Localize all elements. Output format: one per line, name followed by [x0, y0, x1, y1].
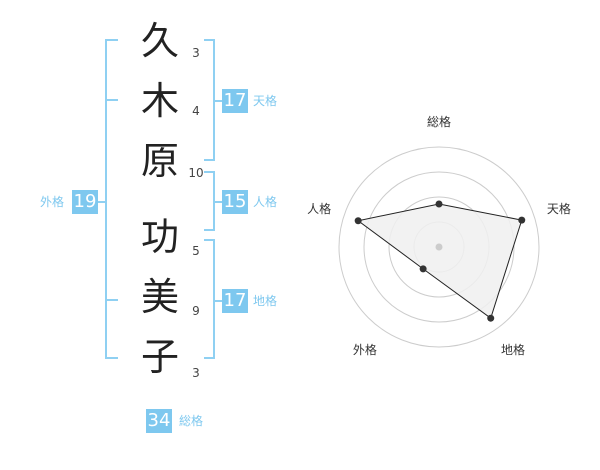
jinkaku-label: 人格 — [253, 195, 278, 209]
given-char-3: 子 — [140, 335, 179, 379]
radar-axis-label-3: 外格 — [352, 342, 377, 357]
radar-axis-label-2: 地格 — [501, 342, 526, 357]
chikaku-badge: 17 — [222, 289, 248, 313]
tenkaku-label: 天格 — [253, 94, 278, 108]
radar-ring-3 — [363, 171, 515, 323]
radar-point-4 — [354, 217, 362, 225]
given-char-2: 美 — [140, 275, 179, 319]
gaikaku-badge: 19 — [72, 190, 98, 214]
surname-stroke-1: 3 — [192, 46, 200, 60]
surname-stroke-2: 4 — [192, 104, 200, 118]
chikaku-bracket — [204, 239, 215, 359]
gaikaku-label: 外格 — [40, 195, 65, 209]
radar-polygon — [356, 203, 523, 320]
surname-stroke-3: 10 — [188, 166, 204, 180]
soukaku-label: 総格 — [179, 414, 204, 428]
radar-axis-label-4: 人格 — [307, 202, 332, 217]
gaikaku-bracket — [105, 39, 118, 359]
radar-axis-label-0: 総格 — [426, 115, 451, 129]
radar-point-1 — [518, 216, 526, 224]
given-stroke-2: 9 — [192, 304, 200, 318]
surname-char-2: 木 — [140, 79, 179, 123]
surname-char-1: 久 — [140, 19, 179, 63]
jinkaku-badge: 15 — [222, 190, 248, 214]
chikaku-label: 地格 — [253, 294, 278, 308]
radar-point-2 — [487, 314, 495, 322]
given-char-1: 功 — [140, 215, 179, 259]
radar-ring-4 — [338, 146, 540, 348]
given-stroke-1: 5 — [192, 244, 200, 258]
surname-char-3: 原 — [140, 139, 179, 183]
radar-axis-label-1: 天格 — [546, 202, 571, 217]
radar-point-0 — [435, 200, 443, 208]
soukaku-badge: 34 — [146, 409, 172, 433]
given-stroke-3: 3 — [192, 366, 200, 380]
tenkaku-badge: 17 — [222, 89, 248, 113]
radar-point-3 — [419, 265, 427, 273]
radar-center-dot — [435, 243, 443, 251]
